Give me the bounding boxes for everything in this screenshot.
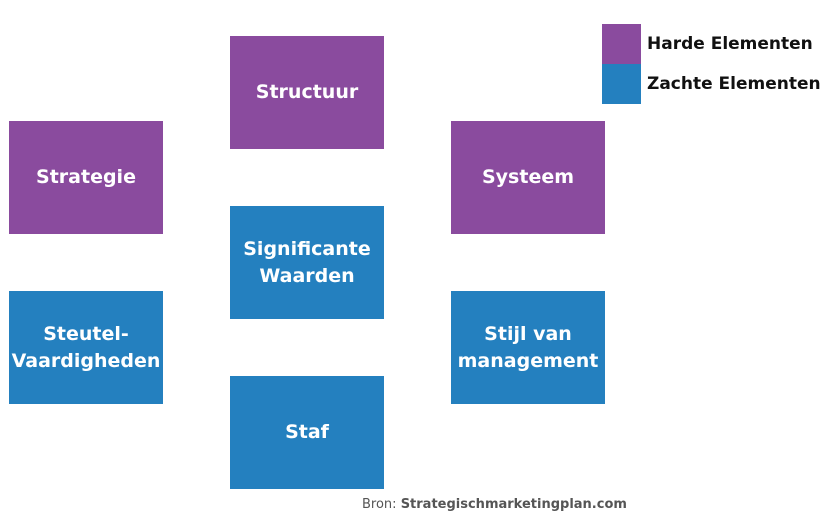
legend-label-hard: Harde Elementen <box>647 34 813 54</box>
legend-swatch-soft <box>602 64 641 104</box>
source-credit: Bron: Strategischmarketingplan.com <box>362 497 627 512</box>
box-stijl-van-management: Stijl van management <box>451 291 605 404</box>
box-staf: Staf <box>230 376 384 489</box>
source-prefix: Bron: <box>362 497 401 512</box>
legend-swatch-hard <box>602 24 641 64</box>
legend-label-soft: Zachte Elementen <box>647 74 821 94</box>
legend-item-soft: Zachte Elementen <box>602 64 821 104</box>
box-significante-waarden: Significante Waarden <box>230 206 384 319</box>
box-steutel-vaardigheden: Steutel- Vaardigheden <box>9 291 163 404</box>
source-site: Strategischmarketingplan.com <box>400 497 627 512</box>
legend-item-hard: Harde Elementen <box>602 24 821 64</box>
box-structuur: Structuur <box>230 36 384 149</box>
box-systeem: Systeem <box>451 121 605 234</box>
box-strategie: Strategie <box>9 121 163 234</box>
legend: Harde Elementen Zachte Elementen <box>602 24 821 104</box>
